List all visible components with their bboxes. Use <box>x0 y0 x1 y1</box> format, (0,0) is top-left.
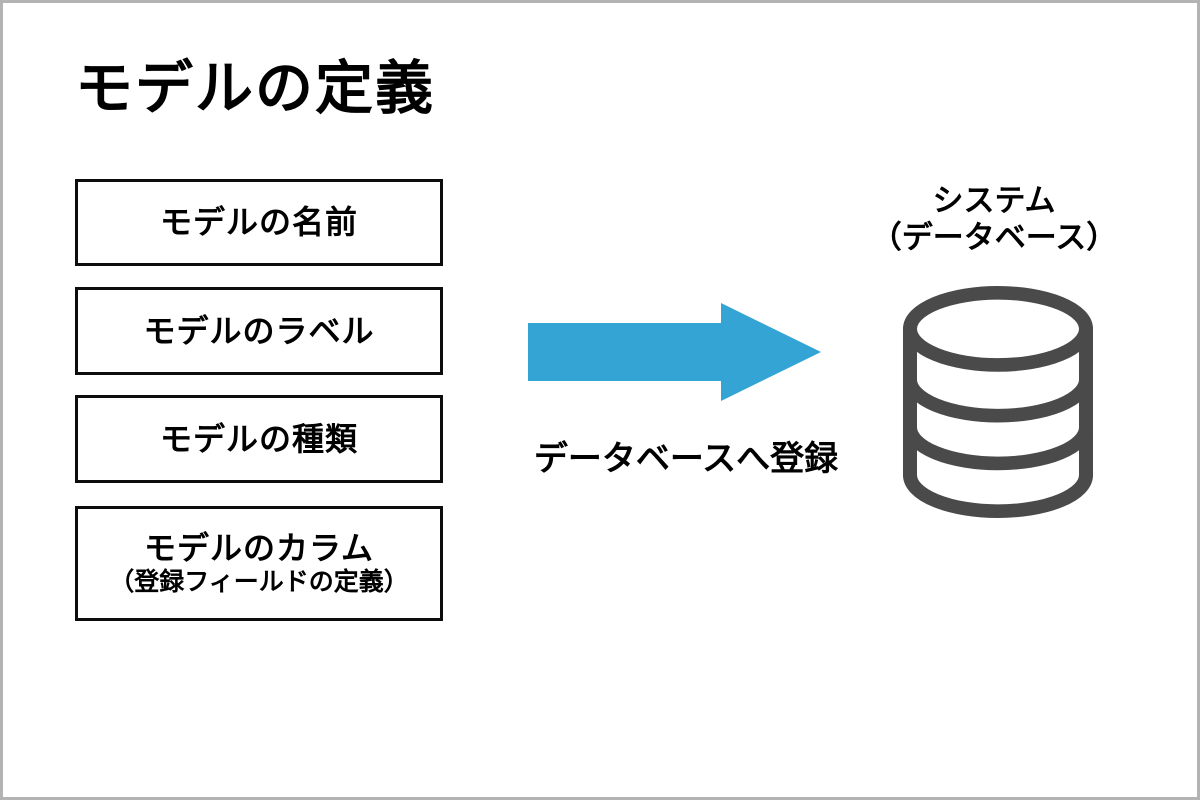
system-caption-line1: システム <box>932 183 1056 218</box>
model-type-box-label: モデルの種類 <box>159 420 358 457</box>
model-label-box-label: モデルのラベル <box>143 312 375 349</box>
model-columns-box-label: モデルのカラム <box>143 530 375 567</box>
model-name-box-label: モデルの名前 <box>159 204 358 241</box>
page-title: モデルの定義 <box>75 56 436 121</box>
right-arrow-icon <box>528 303 821 401</box>
model-label-box: モデルのラベル <box>75 287 443 375</box>
arrow-caption: データベースへ登録 <box>533 440 839 478</box>
model-columns-box-sublabel: （登録フィールドの定義） <box>109 567 409 596</box>
database-icon-strokes <box>903 286 1093 518</box>
right-arrow-shape <box>528 303 821 401</box>
system-caption-line2: （データベース） <box>870 219 1118 255</box>
model-columns-box: モデルのカラム （登録フィールドの定義） <box>75 506 443 621</box>
system-caption: システム （データベース） <box>861 183 1127 256</box>
model-type-box: モデルの種類 <box>75 395 443 483</box>
model-name-box: モデルの名前 <box>75 179 443 266</box>
database-icon <box>903 286 1093 518</box>
